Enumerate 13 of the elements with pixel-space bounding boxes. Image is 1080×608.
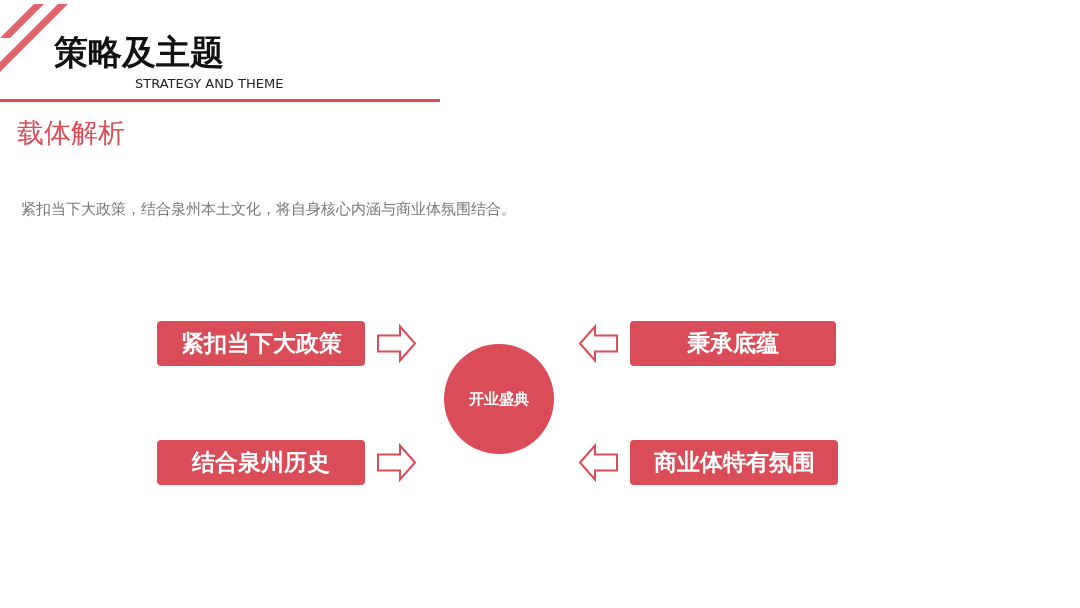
topic-box: 秉承底蕴 — [630, 321, 836, 366]
topic-box: 结合泉州历史 — [157, 440, 365, 485]
outline-arrow — [377, 323, 417, 364]
outline-arrow — [578, 323, 618, 364]
section-heading: 载体解析 — [17, 116, 125, 150]
description-text: 紧扣当下大政策，结合泉州本土文化，将自身核心内涵与商业体氛围结合。 — [21, 200, 516, 219]
page-title: 策略及主题 — [54, 31, 224, 74]
center-circle: 开业盛典 — [444, 344, 554, 454]
topic-box: 紧扣当下大政策 — [157, 321, 365, 366]
subtitle: STRATEGY AND THEME — [135, 76, 284, 91]
outline-arrow — [578, 442, 618, 483]
topic-box: 商业体特有氛围 — [630, 440, 838, 485]
outline-arrow — [377, 442, 417, 483]
